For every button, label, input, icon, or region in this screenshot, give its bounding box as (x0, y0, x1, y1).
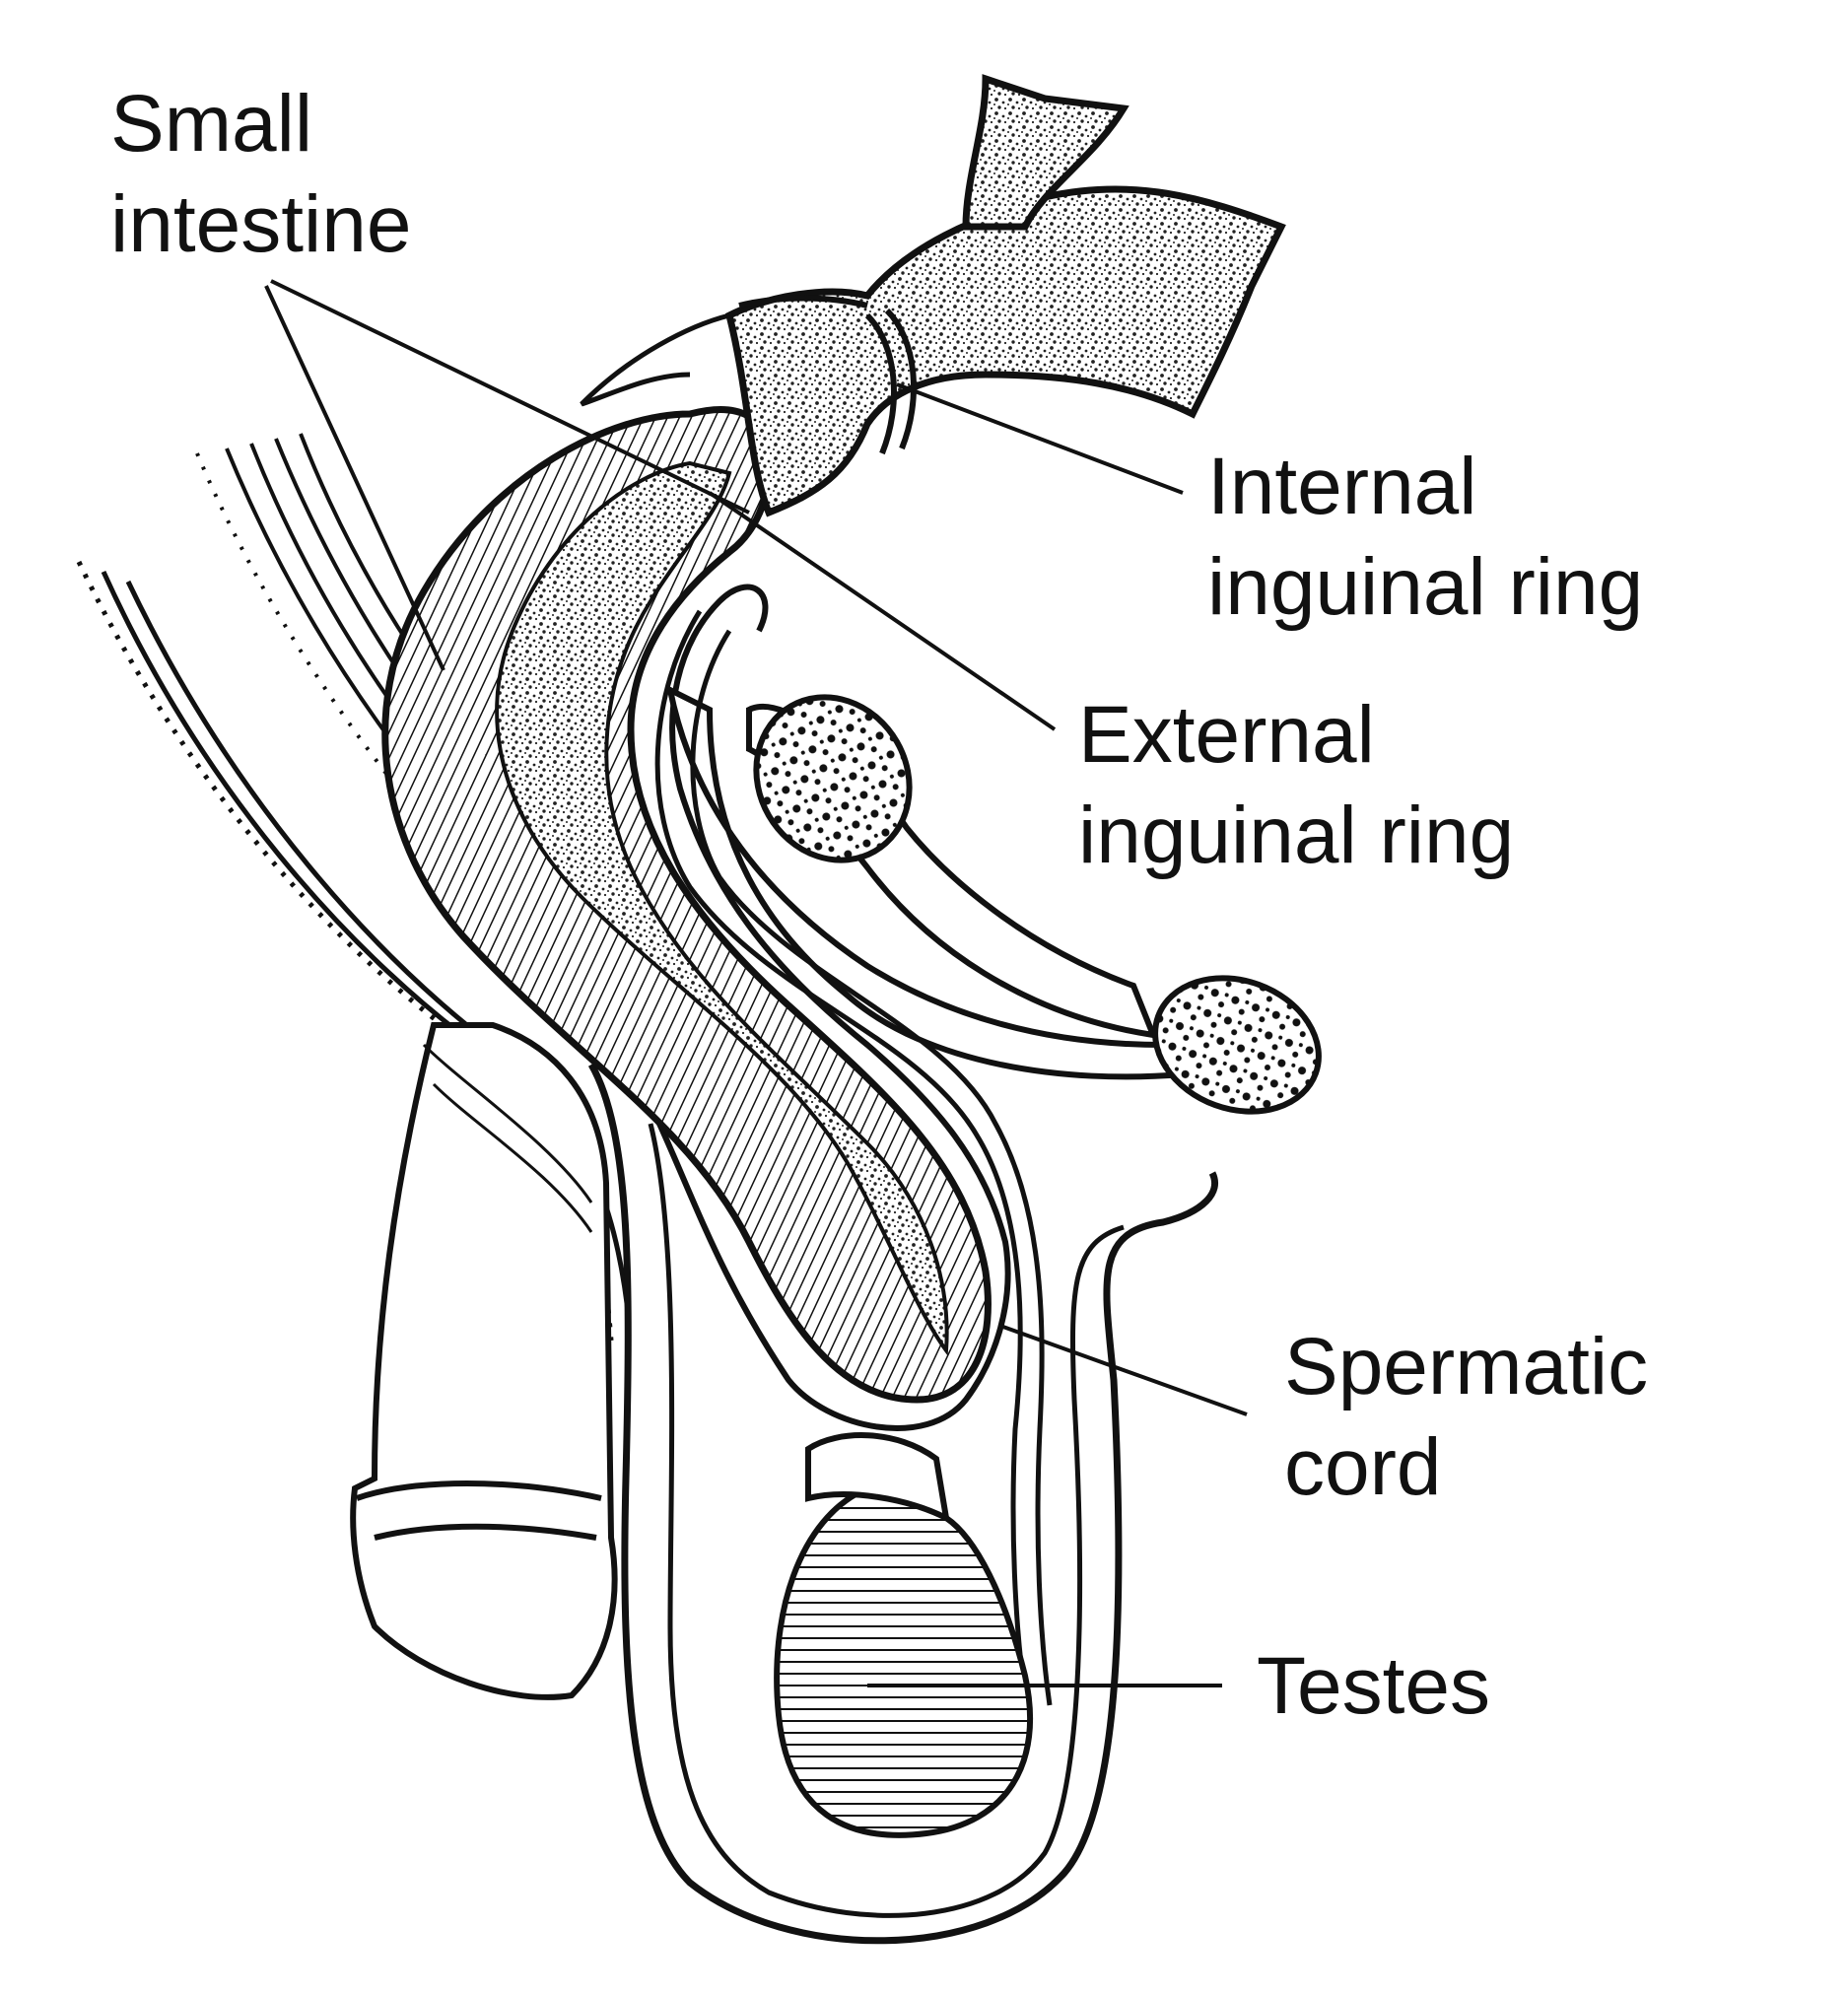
hernia-sac (638, 584, 1011, 1431)
label-internal-ring-line1: Internal (1207, 442, 1477, 531)
testis-shape (774, 1432, 1034, 1838)
label-internal-ring-line2: inguinal ring (1207, 542, 1644, 632)
small-intestine-loop (381, 406, 992, 1404)
label-testes: Testes (1257, 1636, 1490, 1737)
label-external-ring-line1: External (1078, 690, 1375, 780)
label-small-intestine-line1: Small (110, 79, 313, 169)
intestine-upper-tube (580, 74, 1286, 517)
label-spermatic-cord-line2: cord (1284, 1422, 1442, 1512)
label-spermatic-cord-line1: Spermatic (1284, 1322, 1649, 1411)
label-small-intestine: Small intestine (110, 74, 411, 275)
label-external-inguinal-ring: External inguinal ring (1078, 685, 1514, 886)
label-small-intestine-line2: intestine (110, 179, 412, 269)
label-testes-line1: Testes (1257, 1641, 1490, 1731)
internal-ring-bands (738, 295, 917, 455)
label-spermatic-cord: Spermatic cord (1284, 1317, 1648, 1518)
label-internal-inguinal-ring: Internal inguinal ring (1207, 437, 1643, 638)
pubic-bone (665, 684, 1322, 1115)
spermatic-cord (654, 609, 1053, 1706)
penis-shape (350, 1022, 618, 1700)
label-external-ring-line2: inguinal ring (1078, 791, 1515, 880)
leader-lines (264, 279, 1248, 1687)
